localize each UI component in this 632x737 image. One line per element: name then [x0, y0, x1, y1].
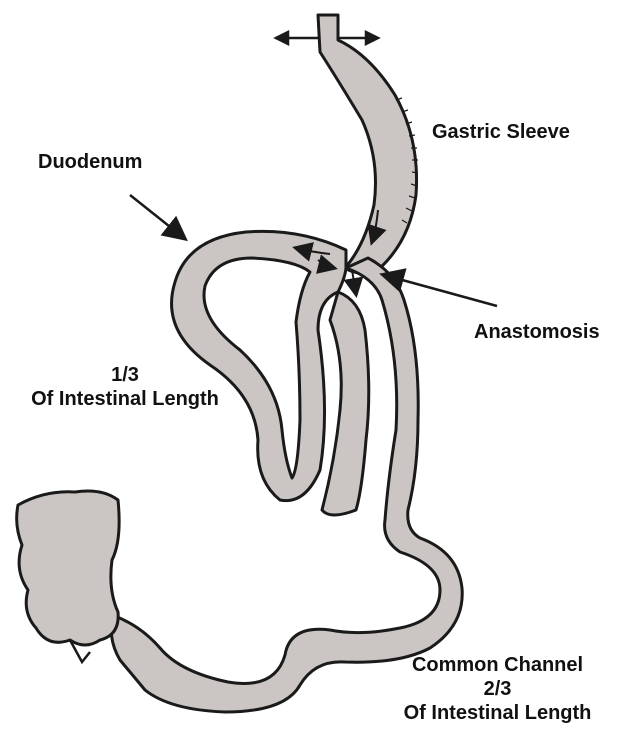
alimentary-limb-shape [322, 292, 369, 515]
cecum-pouch-shape [17, 491, 119, 645]
common-channel-fraction: 2/3 [370, 677, 625, 701]
anastomosis-label: Anastomosis [474, 320, 600, 344]
one-third-description: Of Intestinal Length [5, 387, 245, 411]
duodenum-pointer [130, 195, 184, 238]
common-channel-label: Common Channel 2/3 Of Intestinal Length [370, 653, 625, 725]
gastric-sleeve-label: Gastric Sleeve [432, 120, 570, 144]
common-channel-title: Common Channel [370, 653, 625, 677]
common-channel-description: Of Intestinal Length [370, 701, 625, 725]
one-third-fraction: 1/3 [5, 363, 245, 387]
duodenum-label: Duodenum [38, 150, 142, 174]
gastric-sleeve-shape [318, 15, 417, 273]
one-third-label: 1/3 Of Intestinal Length [5, 363, 245, 411]
